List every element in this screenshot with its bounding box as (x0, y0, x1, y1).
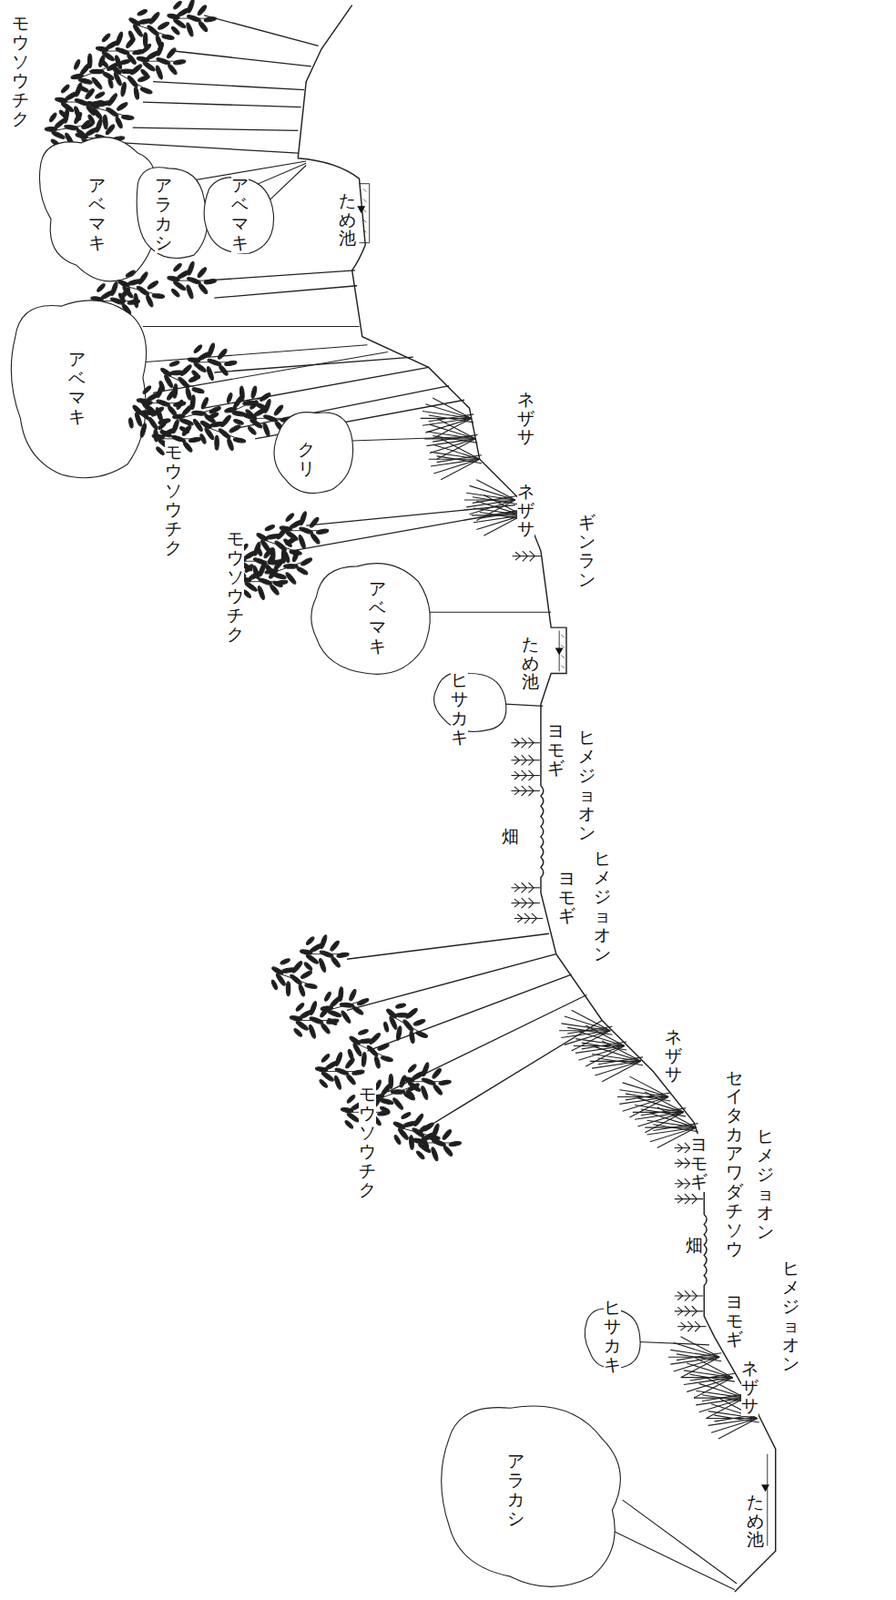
plant-label: モウソウチク (164, 441, 183, 558)
plant-label: モウソウチク (11, 12, 30, 129)
plant-label: ヨモギ (725, 1291, 744, 1351)
plant-label: ネザサ (664, 1026, 683, 1086)
plant-label: アベマキ (88, 174, 106, 254)
plant-label: 畑 (501, 825, 520, 847)
plant-label: ため池 (338, 190, 357, 250)
plant-label: ヒメジョオン (756, 1125, 774, 1242)
plant-label: クリ (297, 438, 316, 479)
plant-label: アベマキ (368, 578, 387, 657)
plant-label: アベマキ (231, 174, 249, 254)
plant-label: モウソウチク (226, 528, 245, 644)
plant-label: ヒメジョオン (593, 847, 611, 964)
plant-label: ヨモギ (558, 867, 576, 927)
plant-label: ヨモギ (690, 1133, 708, 1193)
plant-label: ヨモギ (547, 720, 565, 780)
plant-label: 畑 (685, 1234, 703, 1256)
plant-label: ため池 (521, 633, 540, 693)
plant-label: アベマキ (68, 348, 86, 428)
plant-label: ヒメジョオン (782, 1257, 800, 1374)
plant-label: ため池 (746, 1491, 764, 1551)
plant-label: ネザサ (517, 388, 535, 448)
plant-label: アラカシ (507, 1450, 525, 1529)
plant-label: ヒサカキ (450, 669, 469, 748)
plant-label: ネザサ (517, 480, 535, 540)
plant-label: モウソウチク (358, 1083, 377, 1200)
plant-label: セイタカアワダチソウ (725, 1067, 744, 1260)
plant-label: ネザサ (741, 1357, 759, 1417)
plant-label: ヒサカキ (603, 1296, 622, 1375)
plant-label: ヒメジョオン (578, 726, 596, 843)
plant-label: アラカシ (154, 174, 173, 254)
plant-label: ギンラン (578, 511, 596, 591)
